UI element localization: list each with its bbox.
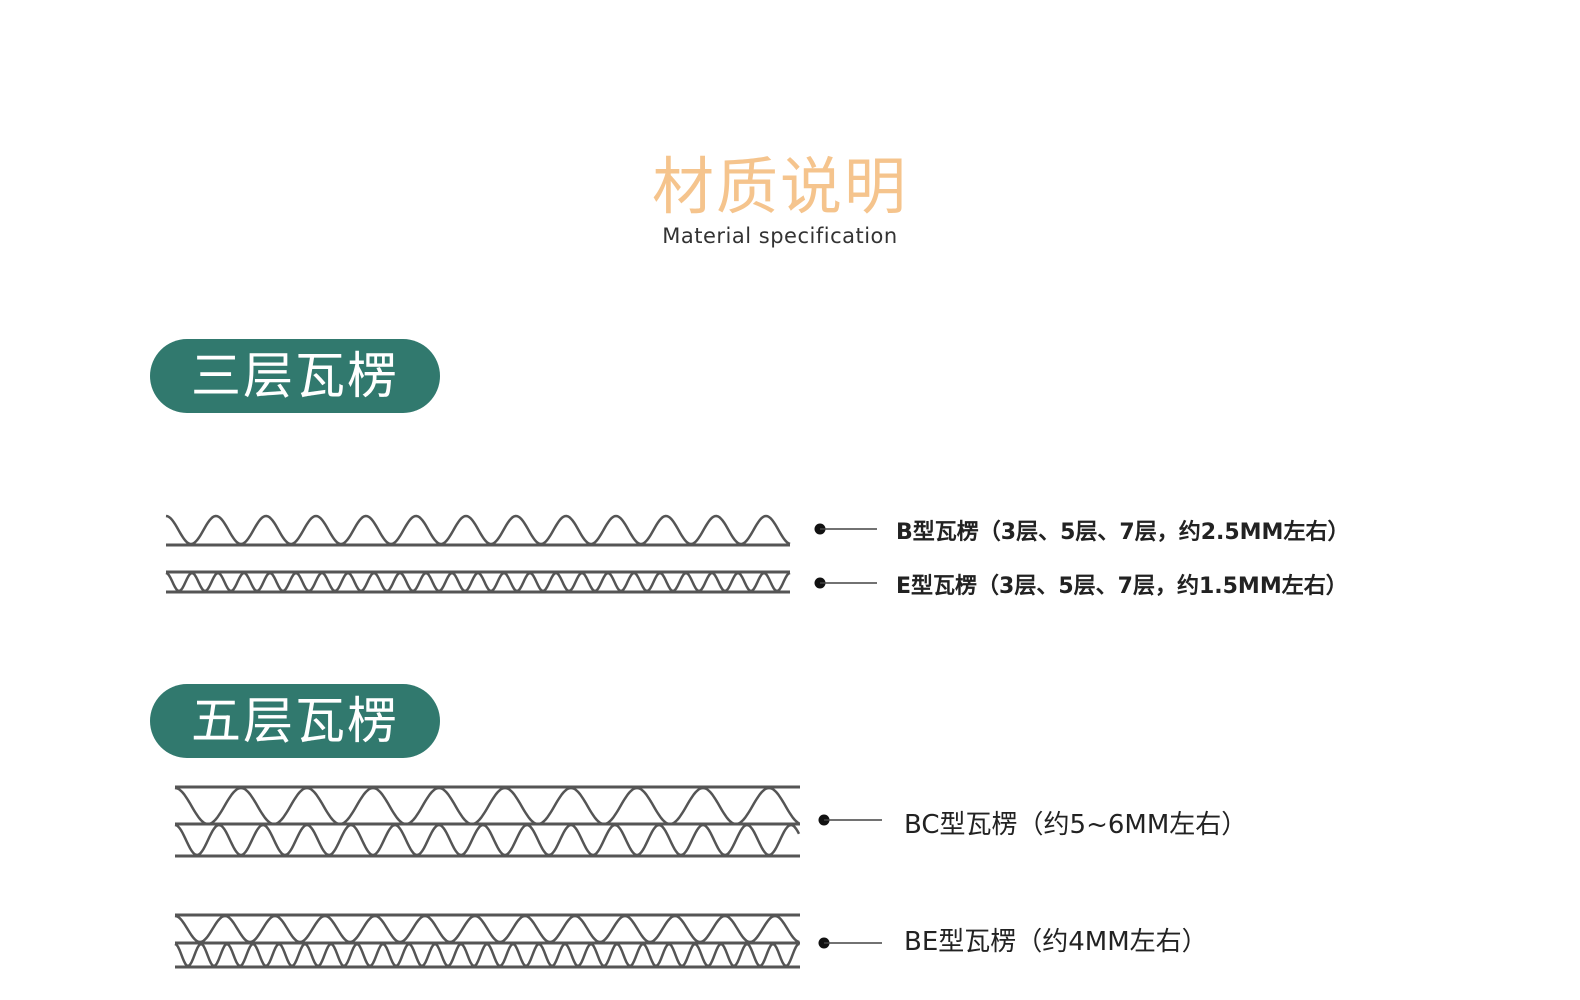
spec-label-e-flute: E型瓦楞（3层、5层、7层，约1.5MM左右） <box>896 574 1348 599</box>
bc-flute-wave-lower <box>174 823 801 857</box>
page-title: 材质说明 <box>651 150 908 223</box>
spec-label-be-flute: BE型瓦楞（约4MM左右） <box>904 927 1208 957</box>
section-badge-three-layer: 三层瓦楞 <box>150 339 440 413</box>
e-flute-wave <box>165 571 791 593</box>
bc-flute-wave-upper <box>174 786 800 826</box>
be-flute-wave-lower <box>174 942 800 968</box>
page-header: 材质说明 Material specification <box>0 150 1560 249</box>
page-subtitle: Material specification <box>662 224 898 248</box>
be-flute-wave-upper <box>174 914 800 944</box>
section-badge-five-layer: 五层瓦楞 <box>150 684 440 758</box>
spec-label-b-flute: B型瓦楞（3层、5层、7层，约2.5MM左右） <box>896 520 1350 545</box>
b-flute-wave <box>165 514 791 546</box>
spec-label-bc-flute: BC型瓦楞（约5~6MM左右） <box>904 810 1248 840</box>
